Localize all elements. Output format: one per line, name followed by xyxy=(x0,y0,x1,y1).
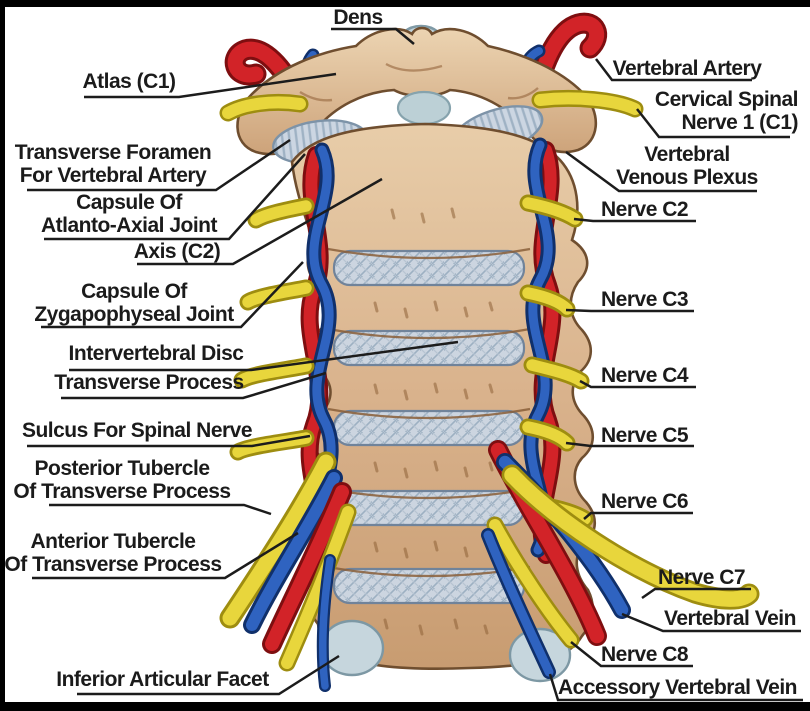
leader-vertebral-artery xyxy=(595,58,752,82)
leader-nerve-c8 xyxy=(570,641,693,668)
label-nerve-c4: Nerve C4 xyxy=(601,364,689,387)
label-transverse-foramen: Transverse Foramen For Vertebral Artery xyxy=(14,141,212,187)
leader-anterior-tubercle xyxy=(32,531,299,580)
leader-nerve-c3 xyxy=(565,308,694,313)
leader-lines xyxy=(27,27,803,702)
leader-cervical-spinal-nerve-1 xyxy=(636,108,790,139)
lower-right-bundle xyxy=(481,440,760,679)
frame-left-bar xyxy=(0,0,5,711)
label-vertebral-venous-plexus: Vertebral Venous Plexus xyxy=(616,143,758,189)
leader-nerve-c2 xyxy=(573,217,696,223)
leader-atlas-c1 xyxy=(84,72,337,99)
leader-nerve-c5 xyxy=(565,441,694,448)
leader-posterior-tubercle xyxy=(49,503,272,516)
label-anterior-tubercle: Anterior Tubercle Of Transverse Process xyxy=(4,530,222,576)
label-nerve-c6: Nerve C6 xyxy=(601,490,689,513)
spinal-nerves-right xyxy=(519,194,594,528)
label-nerve-c7: Nerve C7 xyxy=(658,566,746,589)
leader-sulcus xyxy=(27,434,311,448)
illustration xyxy=(219,12,760,692)
leader-vertebral-venous-plexus xyxy=(565,150,757,193)
label-cervical-spinal-nerve-1: Cervical Spinal Nerve 1 (C1) xyxy=(654,88,799,134)
label-capsule-zygapophyseal: Capsule Of Zygapophyseal Joint xyxy=(34,280,234,326)
leader-vertebral-vein xyxy=(621,612,801,633)
leader-nerve-c6 xyxy=(583,511,693,520)
label-vertebral-artery: Vertebral Artery xyxy=(612,57,762,80)
leader-accessory-vertebral-vein xyxy=(548,673,803,702)
leader-intervertebral-disc xyxy=(69,340,459,372)
leader-axis-c2 xyxy=(137,177,383,266)
frame-top-bar xyxy=(0,0,810,7)
label-transverse-process: Transverse Process xyxy=(54,371,244,394)
frame-bottom-bar xyxy=(0,702,810,711)
inferior-articular-facet-left xyxy=(319,619,385,677)
bone-texture xyxy=(373,207,494,636)
label-nerve-c5: Nerve C5 xyxy=(601,424,689,447)
label-dens: Dens xyxy=(333,6,383,29)
atlas-bone xyxy=(236,26,598,156)
label-atlas-c1: Atlas (C1) xyxy=(82,70,176,93)
c1-nerves xyxy=(219,89,644,122)
leader-dens xyxy=(331,27,415,45)
label-nerve-c3: Nerve C3 xyxy=(601,288,689,311)
label-vertebral-vein: Vertebral Vein xyxy=(664,607,796,630)
label-capsule-atlanto-axial: Capsule Of Atlanto-Axial Joint xyxy=(40,191,218,237)
label-accessory-vertebral-vein: Accessory Vertebral Vein xyxy=(558,676,798,699)
label-posterior-tubercle: Posterior Tubercle Of Transverse Process xyxy=(13,457,231,503)
leader-nerve-c4 xyxy=(579,379,696,389)
leader-inferior-articular-facet xyxy=(77,654,340,696)
label-intervertebral-disc: Intervertebral Disc xyxy=(68,342,244,365)
leader-transverse-process xyxy=(61,371,327,400)
label-nerve-c8: Nerve C8 xyxy=(601,643,689,666)
leader-capsule-zygapophyseal xyxy=(41,261,304,329)
label-inferior-articular-facet: Inferior Articular Facet xyxy=(56,668,269,691)
label-nerve-c2: Nerve C2 xyxy=(601,198,689,221)
leader-nerve-c7 xyxy=(641,587,751,600)
leader-transverse-foramen xyxy=(27,138,291,192)
intervertebral-discs xyxy=(332,249,526,605)
lower-left-bundle xyxy=(219,451,357,692)
leader-capsule-atlanto-axial xyxy=(44,153,306,241)
label-sulcus-spinal-nerve: Sulcus For Spinal Nerve xyxy=(21,419,253,442)
dens-through-arch xyxy=(396,90,452,126)
label-axis-c2: Axis (C2) xyxy=(133,240,221,263)
